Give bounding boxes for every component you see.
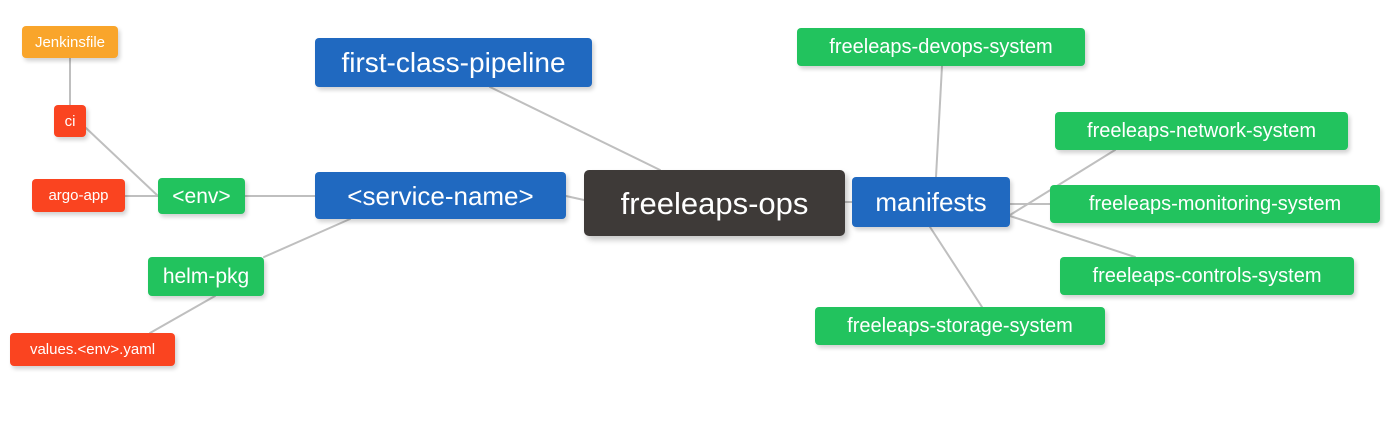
node-jenkinsfile[interactable]: Jenkinsfile xyxy=(22,26,118,58)
node-helm-pkg[interactable]: helm-pkg xyxy=(148,257,264,296)
edge-service-name-to-freeleaps-ops xyxy=(565,195,585,201)
node-ci[interactable]: ci xyxy=(54,105,86,137)
node-devops-system[interactable]: freeleaps-devops-system xyxy=(797,28,1085,66)
node-service-name[interactable]: <service-name> xyxy=(315,172,566,219)
edge-manifests-to-devops-system xyxy=(935,65,943,178)
node-values-yaml[interactable]: values.<env>.yaml xyxy=(10,333,175,366)
node-label: Jenkinsfile xyxy=(34,33,106,51)
node-label: freeleaps-monitoring-system xyxy=(1088,193,1342,215)
node-label: freeleaps-network-system xyxy=(1087,120,1316,142)
node-env[interactable]: <env> xyxy=(158,178,245,214)
node-label: ci xyxy=(64,112,76,130)
edge-helm-pkg-to-service-name xyxy=(263,218,351,258)
node-label: freeleaps-ops xyxy=(620,185,809,221)
node-label: first-class-pipeline xyxy=(341,46,566,78)
node-label: freeleaps-devops-system xyxy=(829,36,1053,58)
node-first-class-pipeline[interactable]: first-class-pipeline xyxy=(315,38,592,87)
node-manifests[interactable]: manifests xyxy=(852,177,1010,227)
node-label: <env> xyxy=(172,184,231,208)
node-label: manifests xyxy=(875,187,987,217)
node-network-system[interactable]: freeleaps-network-system xyxy=(1055,112,1348,150)
edge-manifests-to-storage-system xyxy=(929,226,983,308)
node-label: values.<env>.yaml xyxy=(29,341,156,358)
node-monitoring-system[interactable]: freeleaps-monitoring-system xyxy=(1050,185,1380,223)
edge-values-yaml-to-helm-pkg xyxy=(149,295,216,334)
node-label: <service-name> xyxy=(347,180,534,211)
node-label: helm-pkg xyxy=(162,265,250,288)
node-label: freeleaps-controls-system xyxy=(1092,265,1322,287)
node-label: freeleaps-storage-system xyxy=(847,315,1073,337)
node-label: argo-app xyxy=(48,187,109,204)
node-controls-system[interactable]: freeleaps-controls-system xyxy=(1060,257,1354,295)
node-storage-system[interactable]: freeleaps-storage-system xyxy=(815,307,1105,345)
node-freeleaps-ops[interactable]: freeleaps-ops xyxy=(584,170,845,236)
node-argo-app[interactable]: argo-app xyxy=(32,179,125,212)
edge-first-class-pipeline-to-freeleaps-ops xyxy=(489,86,661,171)
